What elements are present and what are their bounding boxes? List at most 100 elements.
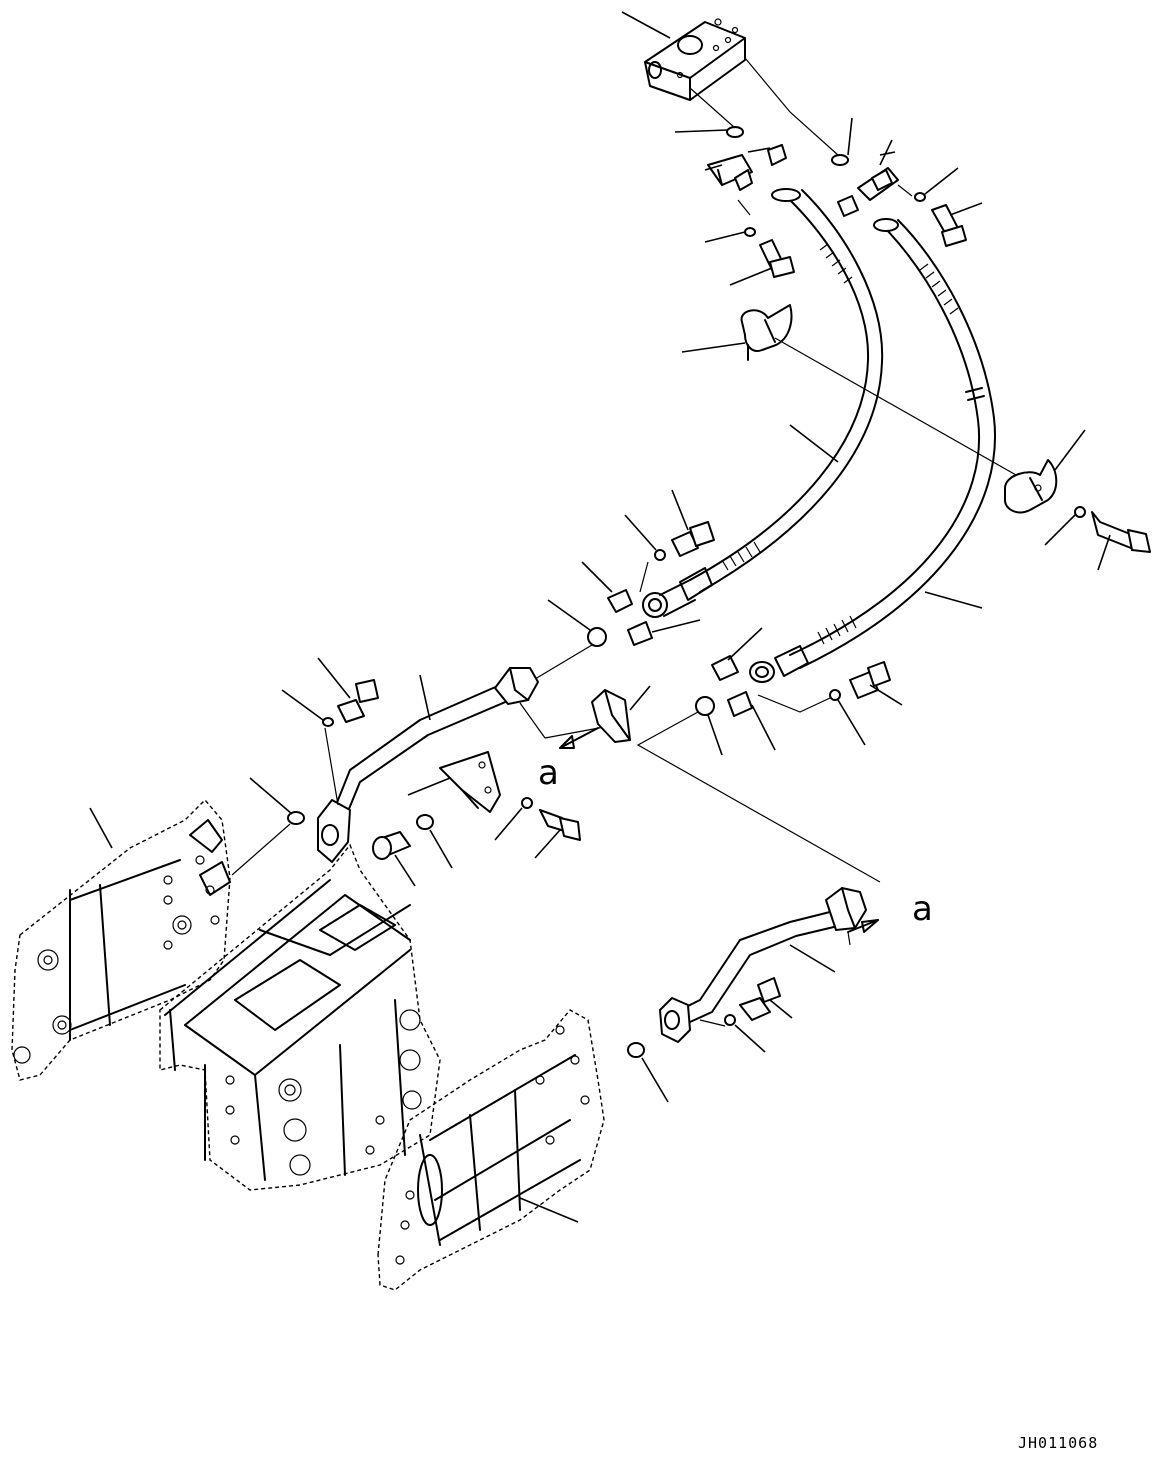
leader-bolt [949, 202, 983, 216]
view-reference-label: a [538, 753, 559, 793]
o-ring [587, 627, 607, 647]
connector-line [737, 199, 751, 216]
leader-bolt [729, 267, 773, 286]
bolt [1091, 511, 1151, 553]
leader-o-ring [707, 714, 723, 756]
right-cover-plate [377, 1009, 605, 1291]
connector-line [847, 931, 851, 946]
hose-1 [642, 188, 884, 618]
washer [914, 192, 926, 202]
leader-bolt [769, 999, 793, 1019]
connector-line [757, 694, 831, 713]
connector-line [689, 87, 736, 129]
leader-washer [624, 514, 657, 551]
connector-line [529, 644, 593, 683]
main-case [159, 843, 441, 1191]
washer [654, 549, 666, 561]
leader-flange [704, 164, 723, 171]
leader-o-ring [547, 599, 591, 631]
bolt [739, 977, 781, 1021]
leader-o-ring [249, 777, 293, 815]
leader-o-ring [674, 129, 728, 133]
rigid-tube-upper [317, 667, 539, 863]
bolt [337, 679, 379, 723]
leader-washer [1044, 514, 1076, 546]
leader-flange [747, 147, 771, 153]
washer [1074, 506, 1086, 518]
leader-washer [704, 231, 746, 243]
leader-o-ring [847, 117, 853, 156]
leader-block [621, 11, 671, 39]
connector-line [897, 184, 913, 197]
leader-clamp [681, 342, 746, 353]
leader-flange [751, 704, 776, 751]
leader-washer [429, 829, 453, 869]
o-ring [831, 154, 849, 166]
washer [416, 814, 434, 830]
leader-flange [879, 151, 896, 156]
connector-line [774, 337, 1031, 484]
bolt [671, 521, 715, 557]
leader-hose-1 [789, 424, 839, 463]
bolt [931, 204, 967, 247]
leader-bolt [1097, 534, 1111, 571]
junction-block [644, 18, 746, 101]
o-ring [287, 811, 305, 825]
view-reference-label: a [912, 889, 933, 929]
leader-clamp-block [629, 685, 651, 711]
connector-line [699, 1019, 726, 1027]
leader-bolt [534, 829, 561, 859]
connector-line [636, 711, 881, 883]
leader-bolt [671, 489, 689, 531]
o-ring [627, 1042, 645, 1058]
leader-washer [734, 1024, 766, 1053]
drawing-code: JH011068 [1018, 1434, 1098, 1452]
leader-tube [419, 674, 431, 721]
hose-2 [749, 218, 996, 683]
leader-hose-2 [924, 591, 983, 609]
leader-flange [651, 619, 701, 633]
connector-line [231, 823, 291, 876]
leader-bracket [407, 777, 451, 796]
hose-clamp-right [1004, 459, 1058, 514]
leader-washer [924, 167, 959, 195]
bolt [539, 809, 581, 841]
connector-line [324, 727, 339, 806]
rigid-tube-lower [659, 887, 879, 1043]
leader-cover-plate [519, 1197, 579, 1223]
tube-bracket [439, 751, 501, 813]
tube-clamp-block [559, 689, 631, 749]
connector-line [744, 57, 839, 156]
bolt [849, 661, 891, 699]
leader-washer [494, 807, 523, 841]
split-flange-mid [607, 589, 653, 646]
washer [322, 717, 334, 727]
connector-line [519, 702, 546, 739]
split-flange-left-top [707, 144, 787, 191]
leader-clamp [1054, 429, 1086, 471]
o-ring [695, 696, 715, 716]
connector-line [639, 561, 649, 593]
leader-flange [727, 627, 763, 661]
leader-washer [281, 689, 324, 721]
leader-flange [879, 139, 893, 166]
bolt [372, 831, 411, 860]
leader-flange [581, 561, 613, 593]
o-ring [726, 126, 744, 138]
leader-o-ring [641, 1057, 669, 1103]
leader-tube [789, 944, 836, 973]
hose-clamp-upper [740, 304, 793, 361]
washer [724, 1014, 736, 1026]
bolt [759, 239, 795, 278]
leader-washer [837, 699, 866, 746]
washer [744, 227, 756, 237]
washer [829, 689, 841, 701]
split-flange-lower [711, 655, 753, 717]
leader-bolt [869, 684, 903, 706]
left-cover-plate [11, 798, 231, 1081]
split-flange-right-top [837, 167, 899, 217]
washer [521, 797, 533, 809]
leader-bolt [394, 854, 416, 887]
leader-bolt [317, 657, 351, 699]
